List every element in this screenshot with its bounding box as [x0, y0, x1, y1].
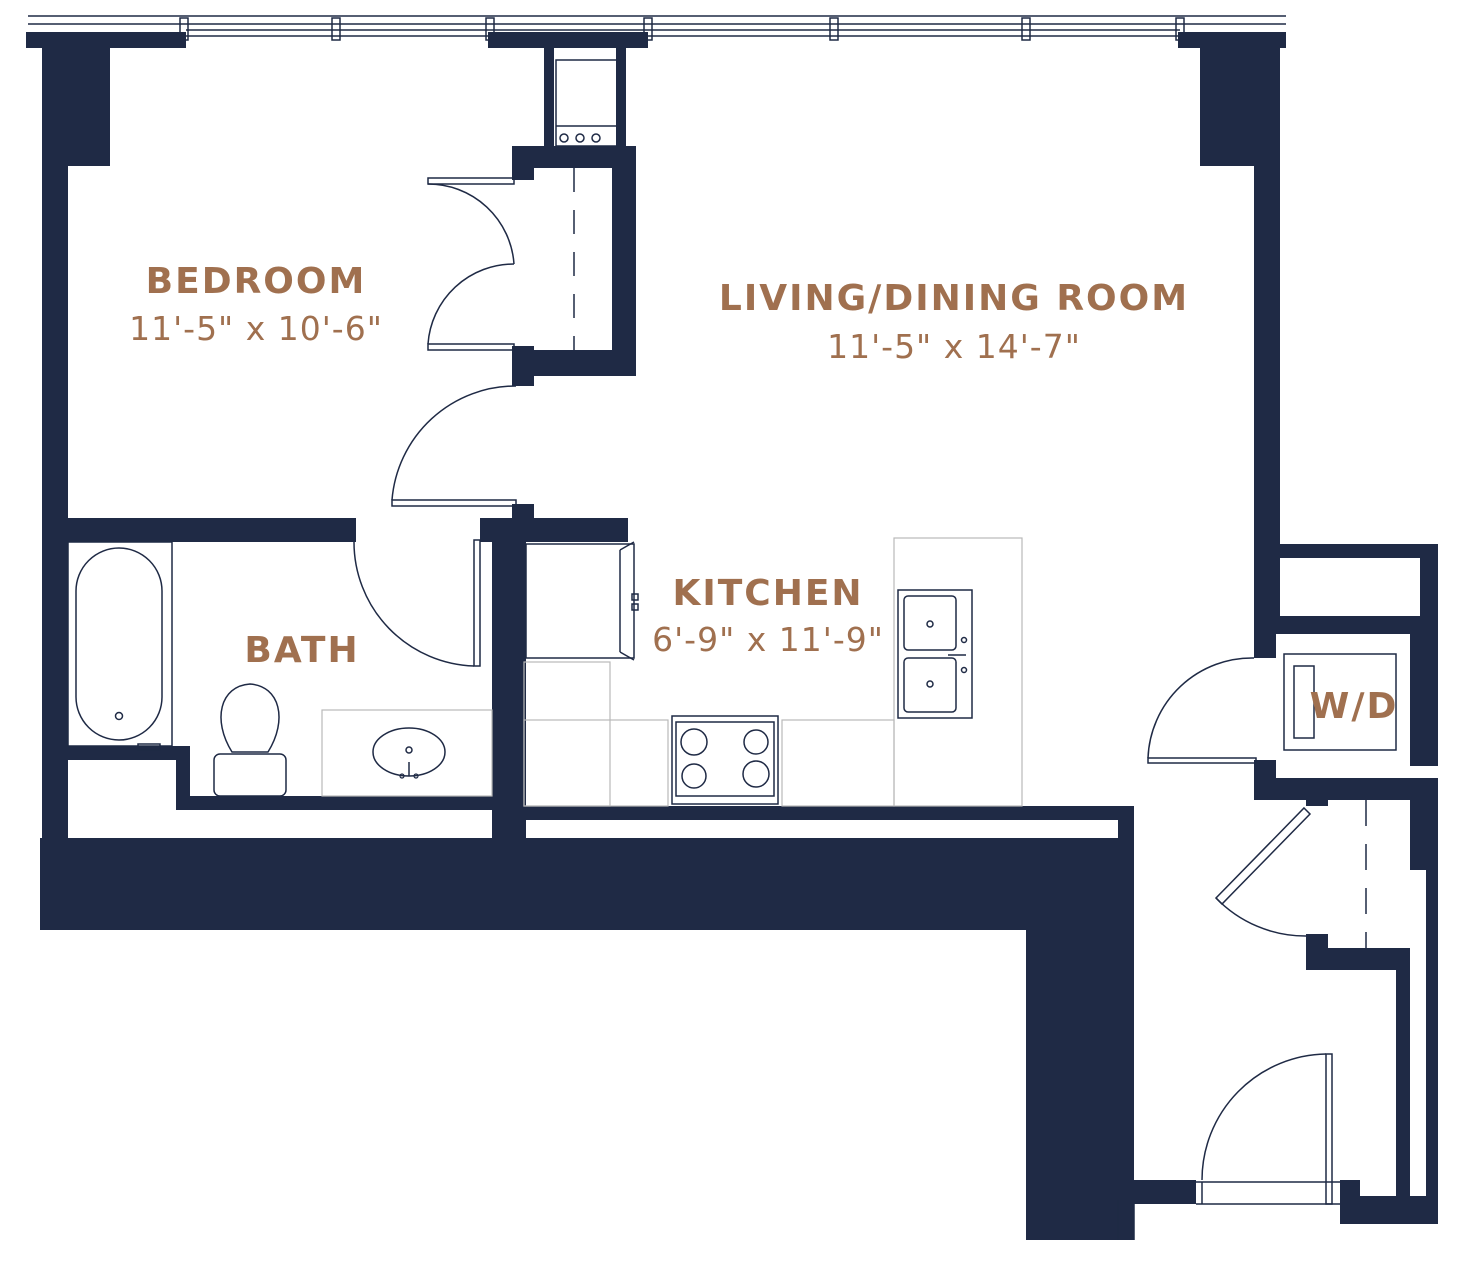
- living-name: LIVING/DINING ROOM: [719, 278, 1189, 319]
- thin-lines: [1117, 1200, 1135, 1240]
- washer-dryer: [1283, 653, 1397, 751]
- living-dims: 11'-5" x 14'-7": [827, 327, 1081, 366]
- storage-door: [1214, 800, 1367, 948]
- toilet: [213, 683, 287, 797]
- room-labels: BEDROOM 11'-5" x 10'-6" LIVING/DINING RO…: [129, 261, 1399, 727]
- double-sink: [897, 589, 973, 719]
- entry-door: [1196, 1053, 1340, 1205]
- doors: [353, 168, 1367, 1205]
- bath-door: [353, 539, 481, 667]
- bedroom-name: BEDROOM: [146, 261, 367, 302]
- closet-unit: [555, 59, 621, 147]
- bedroom-dims: 11'-5" x 10'-6": [129, 309, 383, 348]
- kitchen-dims: 6'-9" x 11'-9": [652, 620, 884, 659]
- laundry-name: W/D: [1310, 686, 1399, 727]
- laundry-door: [1147, 657, 1257, 764]
- closet-double-door: [427, 168, 575, 351]
- window-strip: [28, 15, 1286, 41]
- refrigerator: [525, 541, 639, 661]
- kitchen-name: KITCHEN: [672, 573, 863, 614]
- bedroom-door: [391, 385, 517, 507]
- vanity: [321, 709, 493, 797]
- range: [671, 715, 779, 805]
- bathtub: [67, 541, 173, 751]
- walls: [26, 32, 1438, 1240]
- kitchen-counters: [523, 537, 1023, 807]
- bath-name: BATH: [244, 630, 359, 671]
